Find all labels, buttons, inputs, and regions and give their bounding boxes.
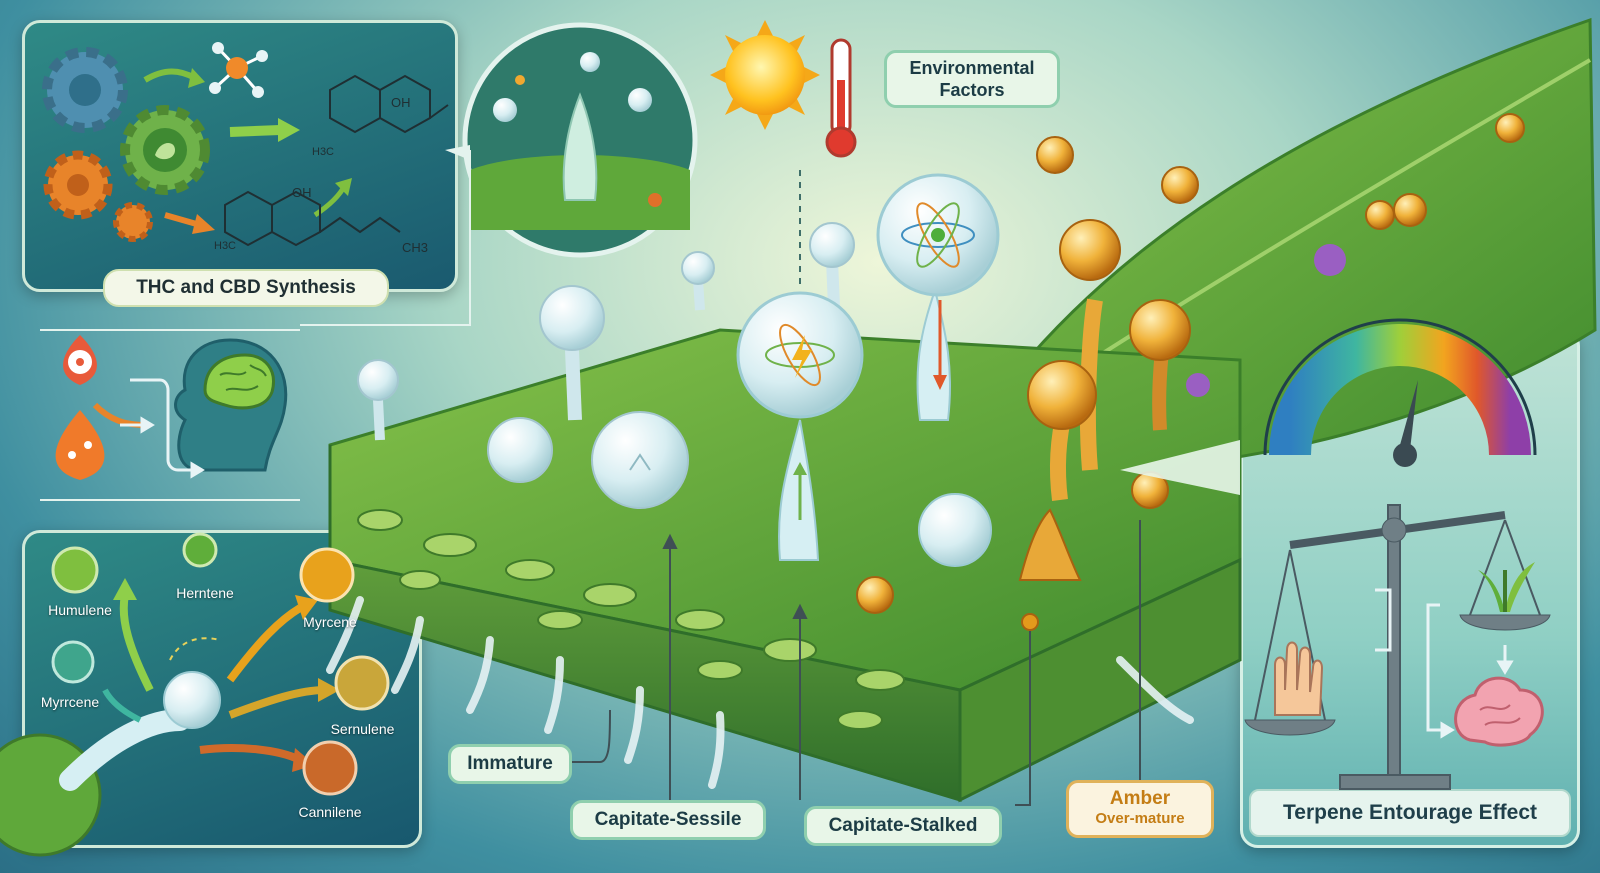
tissue-cells <box>357 509 905 730</box>
leaf-tissue-side <box>328 445 962 803</box>
thermometer-icon <box>825 38 857 158</box>
terpene-label-humulene: Humulene <box>48 602 112 618</box>
terpene-label-myrcene: Myrcene <box>303 614 357 630</box>
leaf-tissue-front <box>958 557 1242 803</box>
entourage-pointer <box>1120 440 1240 495</box>
entourage-panel: Terpene Entourage Effect <box>1240 328 1580 848</box>
terpene-label-sernulene: Sernulene <box>330 721 395 737</box>
signal-arrows <box>120 378 205 479</box>
zoom-circle <box>462 22 698 258</box>
head-profile-icon <box>174 338 288 472</box>
amber-over-mature-label: Amber Over-mature <box>1066 780 1214 838</box>
thc-oh-label: OH <box>391 95 411 110</box>
capitate-sessile-label: Capitate-Sessile <box>570 800 766 840</box>
thc-h3c-label: H3C <box>312 146 335 158</box>
cbd-ch3-label: CH3 <box>402 240 429 255</box>
callout-leaders <box>570 520 1141 806</box>
environmental-factors-label: Environmental Factors <box>884 50 1060 108</box>
cbd-h3c-label: H3C <box>214 240 237 252</box>
capitate-atom-trichome <box>876 173 1000 421</box>
synthesis-panel-title: THC and CBD Synthesis <box>103 269 389 307</box>
terpene-panel <box>22 530 422 848</box>
leaf-tissue-top <box>328 328 1242 692</box>
terpene-label-herntene: Herntene <box>176 585 234 601</box>
immature-label: Immature <box>448 744 572 784</box>
cannabinoid-drops <box>55 335 146 480</box>
cbd-oh-label: OH <box>292 185 312 200</box>
terpene-label-myrrcene: Myrrcene <box>40 694 100 710</box>
synthesis-panel: THC and CBD Synthesis <box>22 20 458 307</box>
terpene-label-cannilene: Cannilene <box>298 804 362 820</box>
capitate-stalked-label: Capitate-Stalked <box>804 806 1002 846</box>
entourage-panel-title: Terpene Entourage Effect <box>1249 789 1571 837</box>
sun-icon <box>710 20 820 130</box>
capitate-stalked-trichome <box>736 291 864 561</box>
